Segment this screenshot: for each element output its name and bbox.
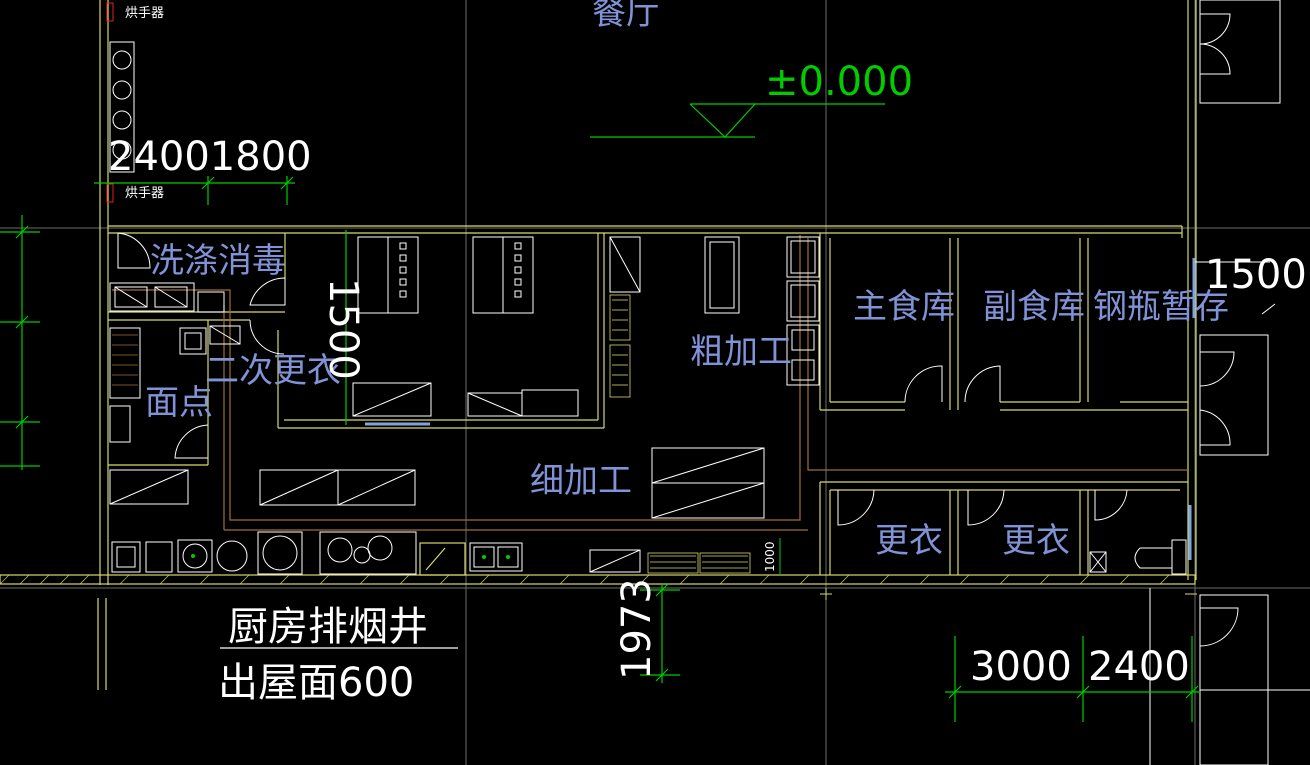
dim-2400-1800: 24001800 (108, 134, 312, 180)
kitchen-top-wall (108, 225, 1183, 238)
dim-1500-vert: 1500 (320, 278, 366, 380)
service-line (112, 235, 1188, 531)
room-change-b: 更衣 (1002, 521, 1070, 561)
room-gas: 钢瓶暂存 (1093, 287, 1229, 327)
room-staple: 主食库 (853, 287, 955, 327)
dim-1973 (640, 583, 680, 683)
column-ticks (820, 588, 1197, 600)
elevation-mark-text: ±0.000 (765, 59, 913, 105)
hand-dryer-bottom: 烘手器 (106, 183, 164, 203)
room-rough: 粗加工 (690, 332, 792, 372)
room-change2: 二次更衣 (205, 351, 341, 391)
dim-1500-right-text: 1500 (1205, 252, 1307, 298)
restaurant-label: 餐厅 (592, 0, 660, 33)
bottom-wall (0, 574, 1196, 585)
fine-tables (259, 447, 765, 519)
dim-2400: 2400 (1088, 644, 1190, 690)
chimney-note-line2: 出屋面600 (218, 660, 414, 706)
chimney-shaft (419, 542, 466, 576)
dim-top-left (94, 176, 295, 205)
wash-sinks (109, 282, 225, 313)
pastry-shelf-hatch (112, 334, 138, 386)
toilet (1089, 539, 1187, 575)
outside-right-doors (1149, 0, 1310, 765)
right-wall (1187, 0, 1197, 580)
rack-hatch (609, 294, 631, 398)
dim-3000: 3000 (970, 644, 1072, 690)
room-change-a: 更衣 (875, 521, 943, 561)
washbasin-row (109, 41, 135, 173)
room-pastry: 面点 (145, 383, 213, 423)
dim-left-vertical (0, 215, 40, 470)
dim-1000-text: 1000 (763, 541, 777, 572)
chimney-note-line1: 厨房排烟井 (228, 604, 428, 650)
rough-sinks (786, 236, 820, 386)
cooking-line (111, 531, 641, 575)
pastry-equipment (109, 325, 241, 505)
dim-bottom-right (945, 636, 1200, 722)
left-wall (97, 0, 109, 690)
elevation-marker (590, 103, 885, 138)
hand-dryer-top-label: 烘手器 (125, 6, 164, 21)
dim-1500-right: 1500 (1195, 252, 1307, 315)
dim-1000: 1000 (763, 538, 781, 575)
dim-1973-text: 1973 (614, 578, 660, 680)
green-burners (191, 554, 510, 559)
kitchen-walls (108, 233, 1188, 575)
room-wash: 洗涤消毒 (150, 241, 286, 281)
hand-dryer-bottom-label: 烘手器 (125, 186, 164, 201)
room-fine: 细加工 (530, 461, 632, 501)
cooking-cabinets (352, 236, 740, 417)
interior-doors (117, 232, 1128, 526)
room-nonstaple: 副食库 (983, 287, 1085, 327)
cooking-line-hatch (647, 552, 751, 574)
hand-dryer-top: 烘手器 (106, 2, 164, 22)
